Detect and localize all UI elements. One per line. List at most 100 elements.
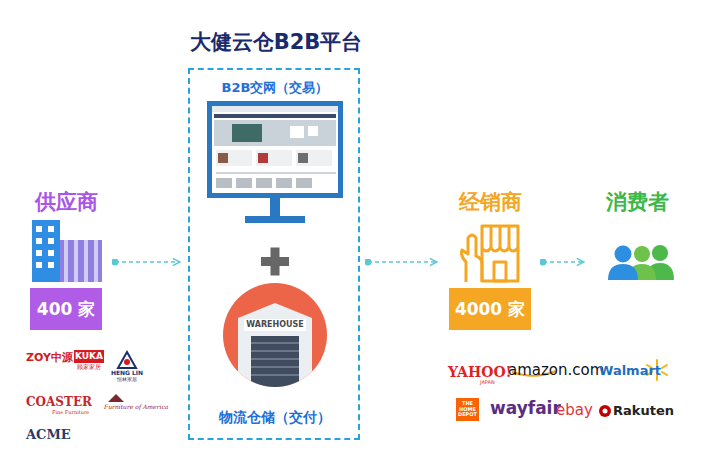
supplier-group: 供应商 400 家 xyxy=(25,190,107,334)
flow-arrow xyxy=(543,261,584,263)
logo-text: COASTER xyxy=(26,396,92,409)
dealer-group: 经销商 4000 家 xyxy=(445,190,535,334)
platform-title: 大健云仓B2B平台 xyxy=(170,30,382,55)
warehouse-sign: WAREHOUSE xyxy=(244,319,306,331)
warehouse-door xyxy=(251,336,299,392)
screen-banner-image xyxy=(308,126,318,136)
window xyxy=(36,226,42,232)
count-box: 400 家 xyxy=(30,288,102,330)
screen-banner-image xyxy=(232,124,262,142)
people-icon xyxy=(608,245,674,280)
logo-text: ZOY中源 xyxy=(26,352,73,364)
module-label: 物流仓储（交付） xyxy=(202,409,348,426)
screen-thumb-image xyxy=(218,153,228,163)
group-heading: 供应商 xyxy=(25,190,107,215)
screen-thumb-image xyxy=(298,153,308,163)
logo-text: KUKA xyxy=(74,350,104,363)
building-stripe xyxy=(84,240,88,282)
flow-arrow xyxy=(368,261,437,263)
logo-text: Fine Furniture xyxy=(52,410,89,416)
person-head xyxy=(652,245,668,261)
window xyxy=(36,262,42,268)
screen-banner xyxy=(214,120,336,146)
screen-thumb xyxy=(216,150,252,166)
screen-thumb xyxy=(236,178,252,188)
screen-nav xyxy=(214,114,336,118)
logo-text: YAHOO! xyxy=(448,365,512,380)
rakuten-mark xyxy=(603,409,608,414)
logo-text: ACME xyxy=(26,428,71,442)
door-line xyxy=(251,358,299,360)
henglin-mark xyxy=(118,352,136,368)
hand-pointer xyxy=(462,235,483,282)
window xyxy=(36,250,42,256)
flow-arrow xyxy=(115,261,180,263)
logo-text: Walmart xyxy=(599,364,661,378)
spark-ray xyxy=(662,365,667,368)
logo-text: THE HOME DEPOT xyxy=(456,401,479,418)
window xyxy=(36,238,42,244)
warehouse-module: WAREHOUSE 物流仓储（交付） xyxy=(202,282,348,432)
awning-line xyxy=(499,226,502,248)
person-head xyxy=(634,246,650,262)
group-heading: 消费者 xyxy=(592,190,682,215)
logo-text: wayfair xyxy=(490,399,561,418)
warehouse-building xyxy=(238,303,312,392)
spark-ray xyxy=(662,372,667,375)
monitor-base xyxy=(245,216,305,223)
screen-thumb xyxy=(216,178,232,188)
logo-text: 恒林家居 xyxy=(108,377,146,383)
shop-front xyxy=(482,226,518,281)
logo-text: Rakuten xyxy=(613,404,674,418)
screen-thumb xyxy=(256,150,292,166)
monitor-frame xyxy=(207,101,343,198)
henglin-mark xyxy=(124,359,130,365)
warehouse-icon xyxy=(223,283,327,392)
person-body xyxy=(608,264,638,280)
logo-text: HENG LIN xyxy=(108,370,146,377)
shop-door xyxy=(494,262,506,281)
logo-text: ebay xyxy=(556,402,593,419)
screen-thumb xyxy=(296,178,312,188)
module-label: B2B交网（交易） xyxy=(202,80,348,96)
rakuten-mark xyxy=(599,405,611,417)
awning-edge xyxy=(482,248,518,251)
door-line xyxy=(251,366,299,368)
door-line xyxy=(251,374,299,376)
person-head xyxy=(615,246,632,263)
foa-mark xyxy=(108,394,124,402)
low-building xyxy=(60,240,102,282)
plus-symbol xyxy=(261,248,289,276)
logo-text: amazon.com xyxy=(508,362,604,379)
tall-building xyxy=(32,220,60,282)
plus-bar xyxy=(271,248,280,276)
window xyxy=(48,250,54,256)
trading-module: B2B交网（交易） xyxy=(202,76,348,228)
building-stripe xyxy=(74,240,78,282)
building-icon xyxy=(32,220,102,282)
screen-banner-image xyxy=(290,126,304,138)
building-stripe xyxy=(94,240,98,282)
door-line xyxy=(251,342,299,344)
group-heading: 经销商 xyxy=(445,190,535,215)
platform-box: 大健云仓B2B平台B2B交网（交易）WAREHOUSE物流仓储（交付） xyxy=(188,68,360,440)
screen-header xyxy=(212,106,338,112)
monitor-stand xyxy=(270,198,280,218)
awning-line xyxy=(490,226,493,248)
consumer-group: 消费者 xyxy=(592,190,682,334)
logo-text: Furniture of America xyxy=(104,404,168,411)
count-box: 4000 家 xyxy=(449,288,531,330)
screen-thumb xyxy=(296,150,332,166)
screen-thumb-image xyxy=(258,153,268,163)
window xyxy=(48,238,54,244)
door-line xyxy=(251,350,299,352)
shop-icon xyxy=(462,226,519,282)
screen-thumb xyxy=(256,178,272,188)
window xyxy=(48,262,54,268)
awning-line xyxy=(508,226,511,248)
screen-thumb xyxy=(276,178,292,188)
monitor-screen xyxy=(212,106,338,193)
